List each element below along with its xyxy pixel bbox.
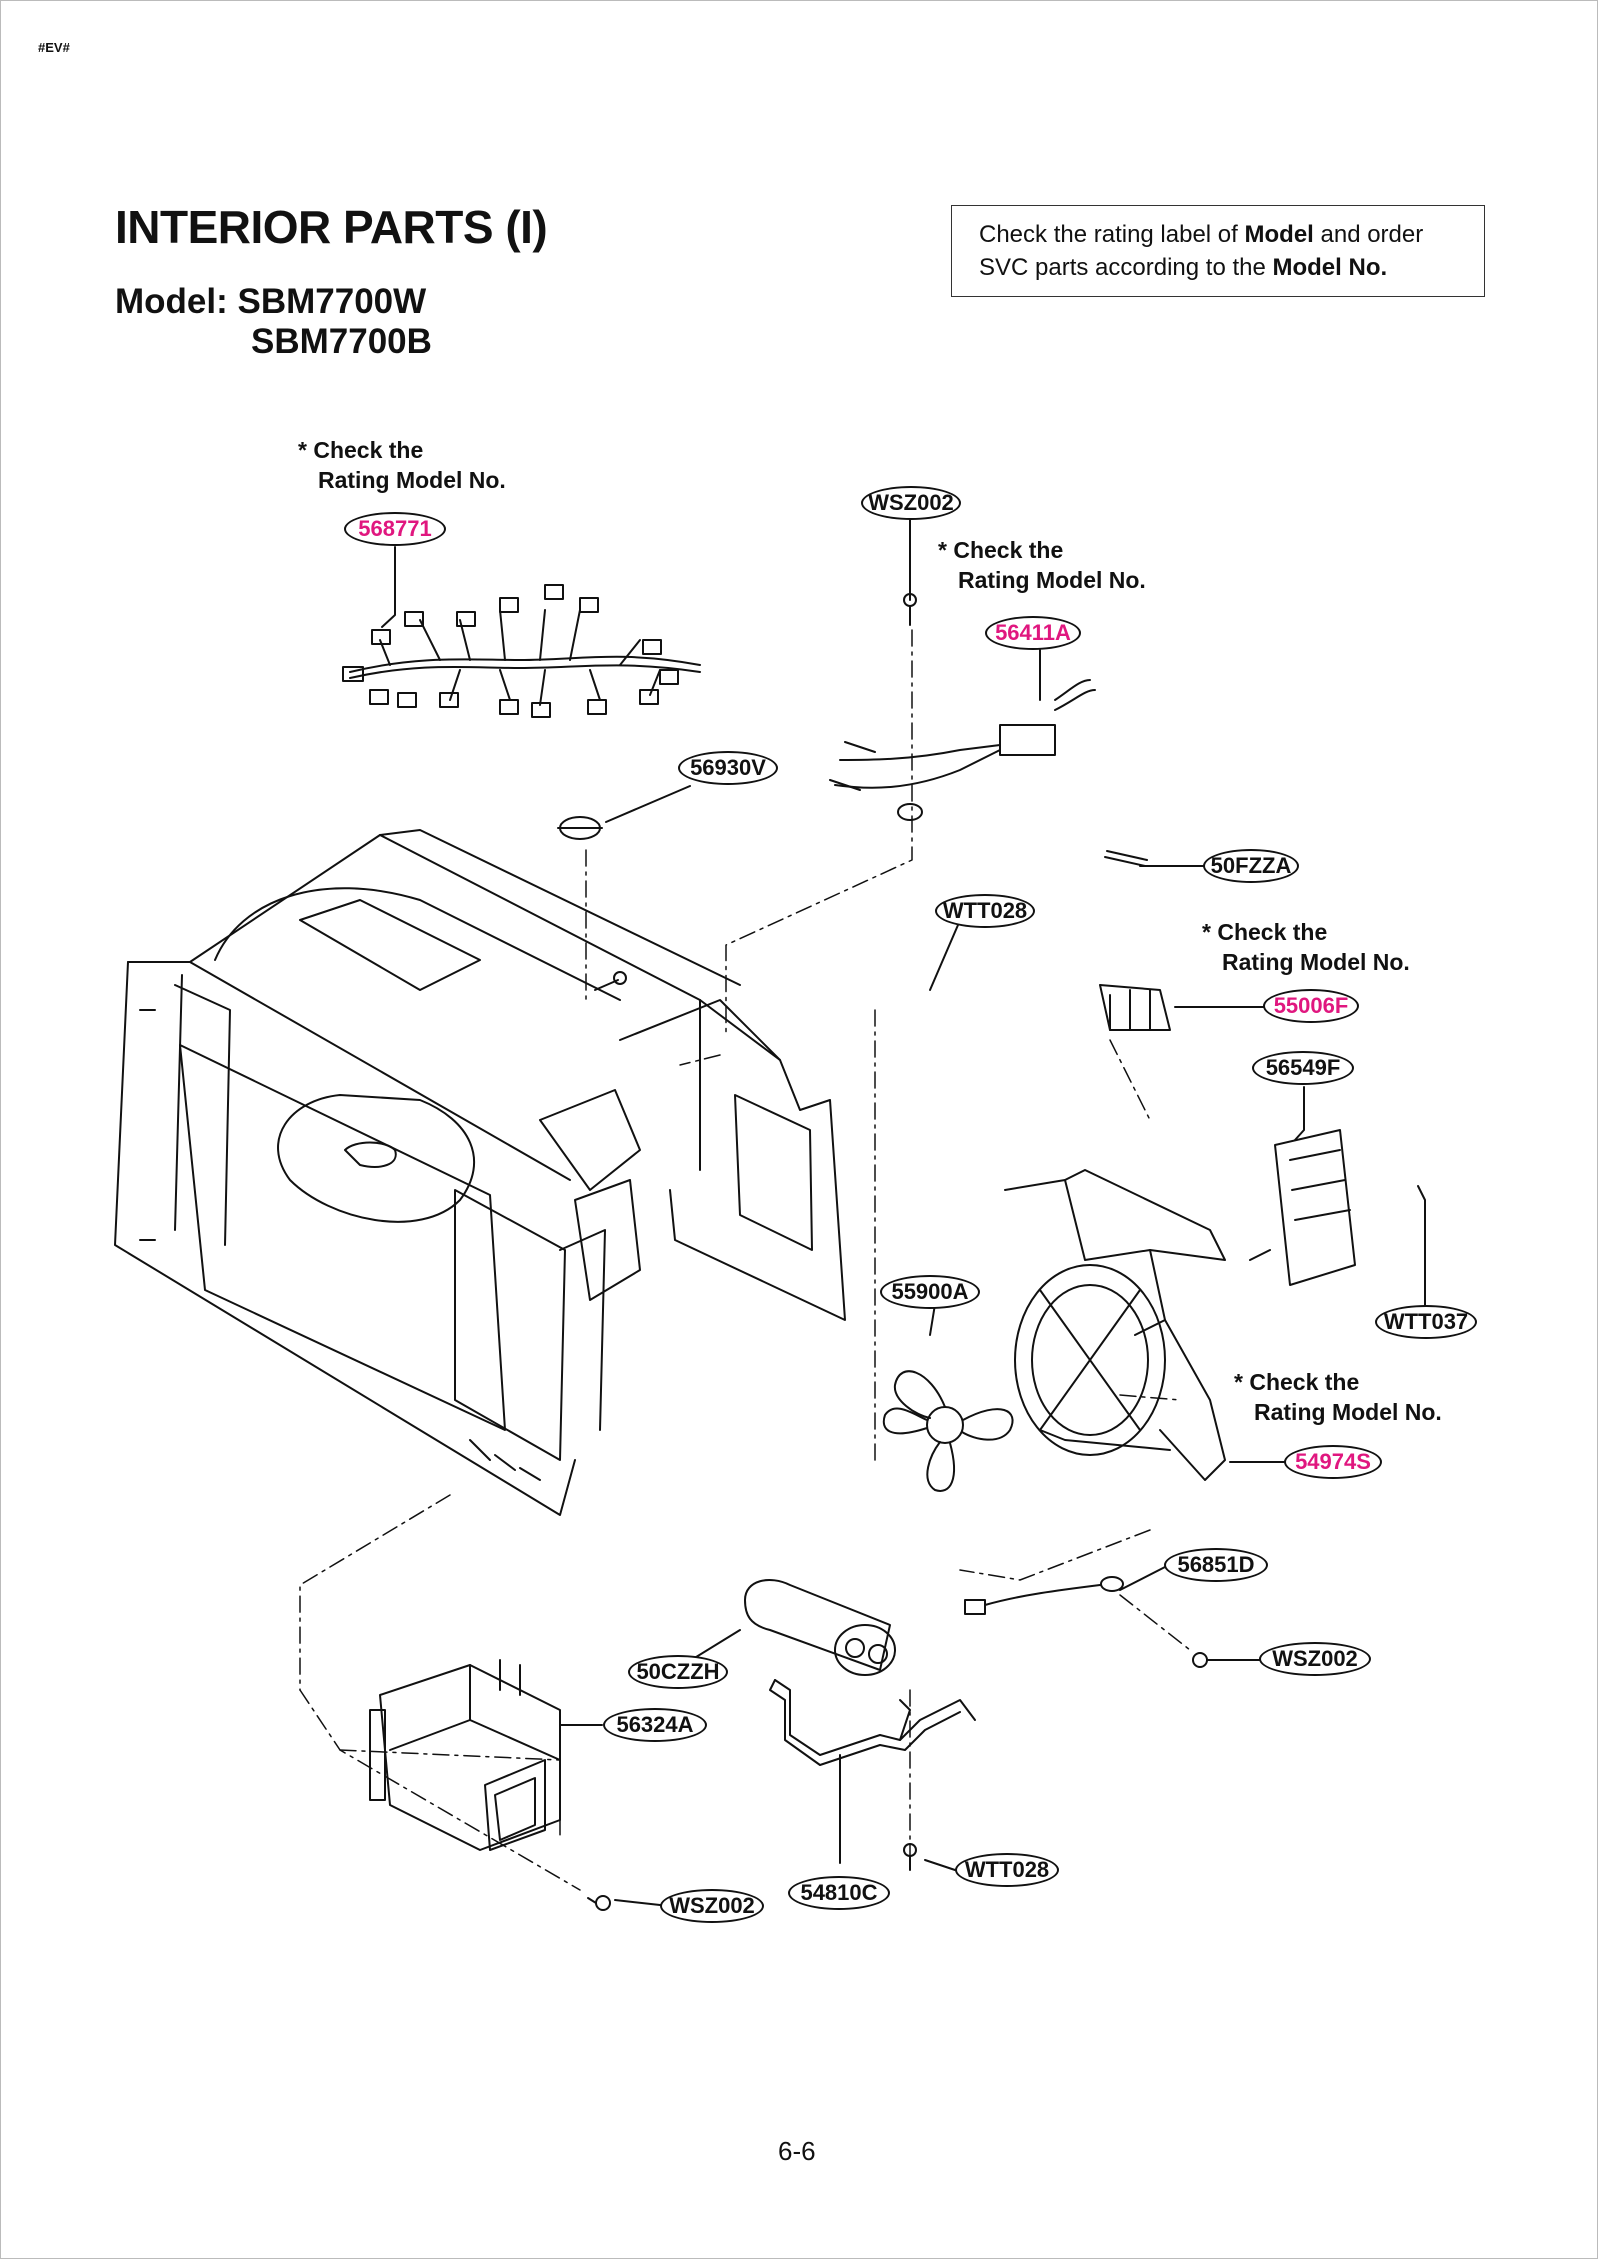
part-label-fan-duct: 54974S: [1284, 1445, 1382, 1479]
check-note-line2: Rating Model No.: [1254, 1399, 1442, 1425]
screw-bottom-right: [903, 1843, 917, 1871]
assembly-guides: [299, 629, 1191, 1891]
part-label-cord: 56411A: [985, 616, 1081, 650]
notice-bold-2: Model No.: [1272, 254, 1388, 281]
screw-mid: [594, 971, 627, 991]
part-label-capacitor: 50CZZH: [628, 1655, 728, 1689]
notice-text-3: SVC parts according to the: [979, 254, 1273, 281]
part-label-pin: 50FZZA: [1203, 849, 1299, 883]
fuse-holder: [1099, 984, 1171, 1031]
part-label-fuse-holder: 55006F: [1263, 989, 1359, 1023]
page-number: 6-6: [778, 2136, 816, 2166]
check-note-harness: * Check the Rating Model No.: [298, 435, 506, 495]
fan-blade: [882, 1370, 1014, 1492]
screw-bottom-left: [587, 1895, 611, 1911]
page-title: INTERIOR PARTS (I): [115, 201, 548, 253]
check-note-line1: * Check the: [1202, 919, 1328, 945]
thermostat: [557, 816, 603, 840]
notice-bold-1: Model: [1244, 221, 1314, 248]
part-label-screw-motor: WTT037: [1375, 1305, 1477, 1339]
magnetron: [369, 1659, 561, 1851]
part-label-screw-mid: WTT028: [935, 894, 1035, 928]
doc-tag: #EV#: [38, 40, 70, 55]
fan-motor: [1249, 1129, 1356, 1286]
oven-cavity-chassis: [114, 829, 846, 1516]
part-label-screw-bottom-left: WSZ002: [660, 1889, 764, 1923]
notice-text-2: and order: [1313, 221, 1424, 248]
model-notice-box: Check the rating label of Model and orde…: [951, 205, 1485, 297]
screw-top: [903, 593, 917, 626]
part-label-harness: 568771: [344, 512, 446, 546]
model-line-1: Model: SBM7700W: [115, 282, 427, 321]
capacitor: [744, 1579, 896, 1676]
part-label-motor: 56549F: [1252, 1051, 1354, 1085]
check-note-fan-duct: * Check the Rating Model No.: [1234, 1367, 1442, 1427]
check-note-fuse-holder: * Check the Rating Model No.: [1202, 917, 1410, 977]
leader-lines: [381, 519, 1426, 1906]
sensor: [964, 1576, 1124, 1615]
model-line-2: SBM7700B: [251, 322, 432, 361]
check-note-line2: Rating Model No.: [1222, 949, 1410, 975]
screw-sensor: [1192, 1652, 1216, 1668]
part-label-fan: 55900A: [880, 1275, 980, 1309]
fan-duct: [1004, 1169, 1226, 1481]
part-label-screw-top: WSZ002: [861, 486, 961, 520]
wire-harness: [342, 584, 701, 718]
check-note-line1: * Check the: [1234, 1369, 1360, 1395]
bracket: [769, 1679, 976, 1766]
check-note-cord: * Check the Rating Model No.: [938, 535, 1146, 595]
part-label-bracket: 54810C: [788, 1876, 890, 1910]
check-note-line2: Rating Model No.: [958, 567, 1146, 593]
part-label-thermostat: 56930V: [678, 751, 778, 785]
check-note-line2: Rating Model No.: [318, 467, 506, 493]
notice-text-1: Check the rating label of: [979, 221, 1245, 248]
pin: [1104, 850, 1148, 867]
check-note-line1: * Check the: [298, 437, 424, 463]
part-label-sensor: 56851D: [1164, 1548, 1268, 1582]
part-label-magnetron: 56324A: [603, 1708, 707, 1742]
check-note-line1: * Check the: [938, 537, 1064, 563]
part-label-screw-sensor: WSZ002: [1259, 1642, 1371, 1676]
power-cord-assembly: [829, 679, 1096, 821]
part-label-screw-bottom-right: WTT028: [955, 1853, 1059, 1887]
